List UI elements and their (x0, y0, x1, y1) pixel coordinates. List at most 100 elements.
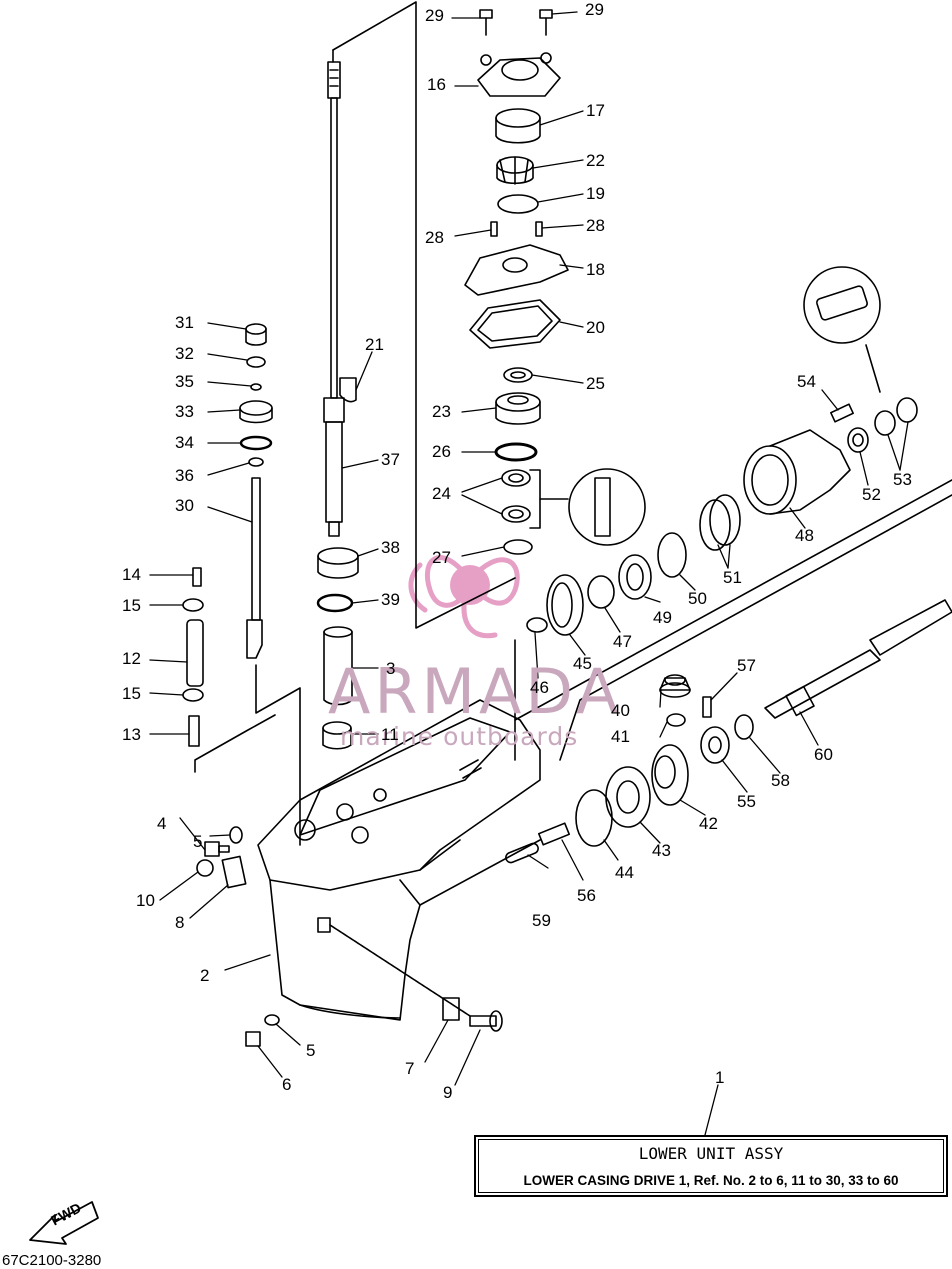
label-26: 26 (432, 442, 451, 461)
label-1: 1 (715, 1068, 725, 1087)
label-35: 35 (175, 372, 194, 391)
sleeve-3 (323, 626, 353, 706)
label-24: 24 (432, 484, 451, 503)
screw-9 (469, 1010, 503, 1032)
lower-casing (257, 699, 541, 1021)
label-55: 55 (737, 792, 756, 811)
drawing-code: 67C2100-3280 (2, 1252, 102, 1269)
label-49: 49 (653, 608, 672, 627)
collar-31 (245, 323, 267, 346)
hose-12 (186, 619, 204, 687)
fwd-arrow-icon (29, 1201, 99, 1245)
spring-58 (734, 714, 754, 740)
label-58: 58 (771, 771, 790, 790)
assembly-description: LOWER CASING DRIVE 1, Ref. No. 2 to 6, 1… (523, 1173, 899, 1188)
circlip-35 (250, 383, 262, 391)
plate-8 (221, 855, 247, 889)
dowel-pins (490, 221, 543, 237)
label-8: 8 (175, 913, 185, 932)
gasket-20 (469, 299, 561, 349)
outer-plate (464, 244, 569, 296)
label-4: 4 (157, 814, 167, 833)
label-38: 38 (381, 538, 400, 557)
woodruff-key (339, 377, 357, 403)
label-45: 45 (573, 654, 592, 673)
assembly-title: LOWER UNIT ASSY (638, 1144, 784, 1163)
label-32: 32 (175, 344, 194, 363)
leader-lines (194, 1, 952, 846)
grommet-33 (239, 400, 273, 424)
bolt-6 (245, 1031, 261, 1047)
label-23: 23 (432, 402, 451, 421)
needle-bearing-11 (322, 721, 352, 750)
pump-insert (495, 108, 541, 144)
bolt-54 (830, 403, 854, 423)
shim-39 (316, 593, 354, 613)
bolt-4 (204, 841, 230, 857)
label-53: 53 (893, 470, 912, 489)
label-6: 6 (282, 1075, 292, 1094)
pump-bolt-left (479, 9, 493, 36)
label-29: 29 (585, 0, 604, 19)
washer-36 (248, 457, 264, 467)
label-25: 25 (586, 374, 605, 393)
label-19: 19 (586, 184, 605, 203)
bearing-housing-48 (743, 429, 851, 515)
nut-10 (196, 859, 214, 877)
label-50: 50 (688, 589, 707, 608)
label-47: 47 (613, 632, 632, 651)
impeller (496, 156, 534, 185)
label-14: 14 (122, 565, 141, 584)
washer-27 (503, 539, 533, 555)
shim-46 (526, 617, 548, 633)
seal-detail-circle (568, 468, 646, 546)
plunger-59 (505, 842, 539, 864)
label-7: 7 (405, 1059, 415, 1078)
label-15: 15 (122, 684, 141, 703)
o-ring-34 (239, 435, 273, 451)
label-39: 39 (381, 590, 400, 609)
nut-32 (246, 356, 266, 368)
nut-41 (666, 713, 686, 727)
label-11: 11 (381, 725, 399, 744)
seal-housing-23 (495, 392, 541, 425)
label-9: 9 (443, 1083, 453, 1102)
label-54: 54 (797, 372, 816, 391)
label-40: 40 (611, 701, 630, 720)
label-37: 37 (381, 450, 400, 469)
label-17: 17 (586, 101, 605, 120)
oil-seals-24 (501, 469, 531, 523)
label-21: 21 (365, 335, 384, 354)
label-56: 56 (577, 886, 596, 905)
watermark-propeller-logo (408, 555, 520, 639)
spring-56 (537, 822, 571, 846)
pump-bolt-right (539, 9, 553, 36)
forward-gear-42 (651, 744, 689, 806)
label-41: 41 (611, 727, 630, 746)
clamp-15b (182, 688, 204, 702)
seals-53 (874, 397, 918, 436)
label-36: 36 (175, 466, 194, 485)
label-12: 12 (122, 649, 141, 668)
oil-seal-25 (503, 367, 533, 383)
driveshaft (323, 61, 345, 537)
shim-47 (587, 575, 615, 609)
label-33: 33 (175, 402, 194, 421)
label-30: 30 (175, 496, 194, 515)
plate-7 (442, 997, 460, 1021)
label-57: 57 (737, 656, 756, 675)
label-3: 3 (386, 659, 396, 678)
label-27: 27 (432, 548, 451, 567)
label-43: 43 (652, 841, 671, 860)
label-28: 28 (425, 228, 444, 247)
label-5: 5 (306, 1041, 316, 1060)
label-34: 34 (175, 433, 194, 452)
label-28: 28 (586, 216, 605, 235)
o-ring-19 (497, 194, 539, 214)
label-2: 2 (200, 966, 210, 985)
assembly-info-box: LOWER UNIT ASSY LOWER CASING DRIVE 1, Re… (474, 1135, 948, 1197)
label-29: 29 (425, 6, 444, 25)
label-48: 48 (795, 526, 814, 545)
watermark-subtitle: marine outboards (340, 722, 579, 751)
